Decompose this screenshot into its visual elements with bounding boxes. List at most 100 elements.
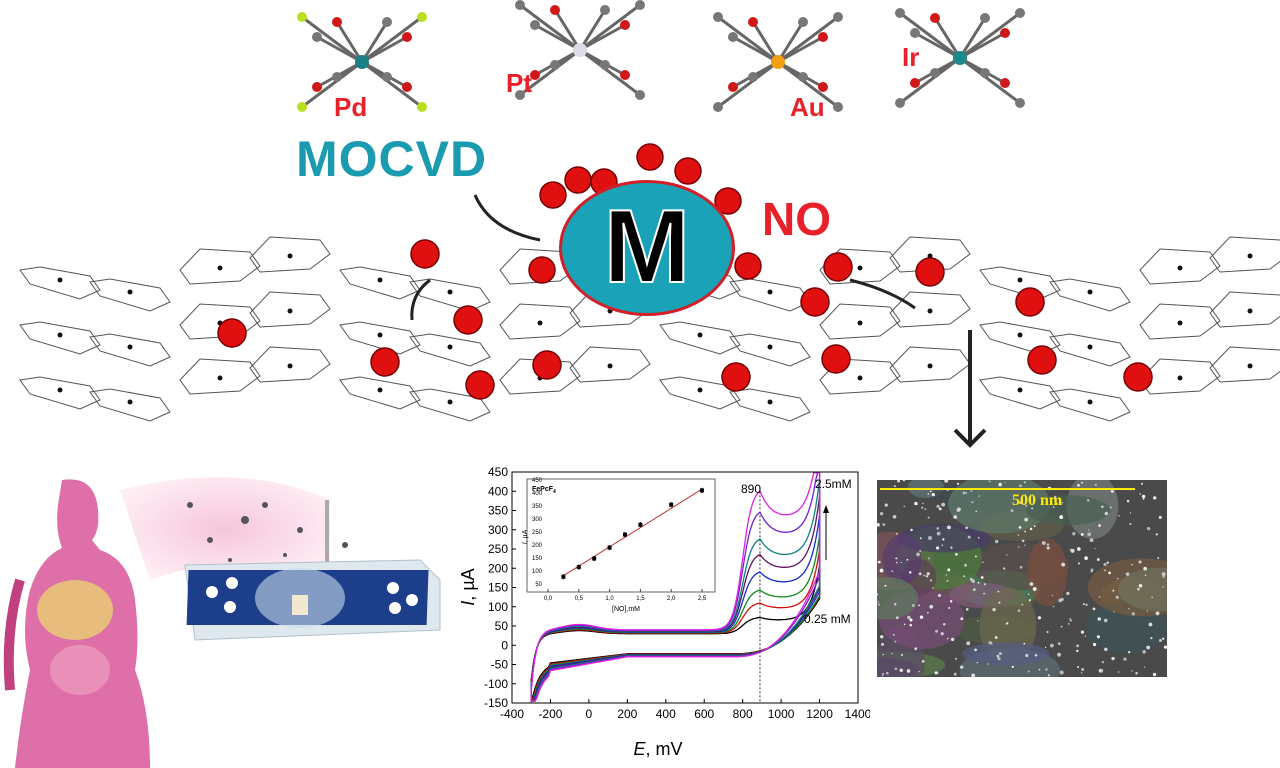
nanoparticle	[1057, 642, 1061, 646]
pc-center	[927, 363, 933, 369]
atom	[728, 32, 738, 42]
nanoparticle	[1024, 544, 1026, 546]
no-molecule	[636, 143, 664, 171]
x-tick-label: 600	[694, 707, 714, 721]
nanoparticle	[1162, 586, 1164, 588]
nanoparticle	[1155, 533, 1158, 536]
nanoparticle	[955, 657, 957, 660]
atom	[402, 82, 412, 92]
nanoparticle	[921, 502, 924, 505]
nanoparticle	[950, 546, 953, 549]
pc-molecule	[729, 278, 811, 312]
no-molecule	[453, 305, 483, 335]
nanoparticle	[1059, 515, 1064, 520]
abdomen	[50, 645, 110, 695]
nanoparticle	[971, 673, 976, 677]
nanoparticle	[1041, 541, 1046, 545]
nanoparticle	[894, 667, 898, 670]
pc-molecule	[1139, 248, 1221, 285]
nanoparticle	[1024, 494, 1027, 496]
y-tick-label: -150	[484, 696, 508, 710]
nanoparticle	[1090, 570, 1093, 573]
nanoparticle	[966, 641, 971, 646]
atom	[417, 102, 427, 112]
nanoparticle	[1028, 599, 1032, 602]
y-tick-label: 450	[488, 465, 508, 479]
atom	[600, 5, 610, 15]
nanoparticle	[1086, 499, 1090, 502]
inset-data-point	[638, 522, 643, 527]
atom	[818, 82, 828, 92]
nanoparticle	[1077, 665, 1080, 669]
y-tick-label: 100	[488, 600, 508, 614]
grain	[897, 524, 991, 553]
inset-data-point	[561, 574, 566, 579]
nanoparticle	[1131, 670, 1133, 672]
nanoparticle	[1103, 562, 1107, 567]
nanoparticle	[938, 507, 942, 511]
nanoparticle	[1002, 567, 1006, 570]
nanoparticle	[947, 525, 951, 530]
nanoparticle	[929, 604, 934, 609]
pc-center	[1177, 375, 1183, 381]
nanoparticle	[1097, 617, 1102, 621]
no-molecule	[714, 187, 742, 215]
nanoparticle	[1058, 598, 1063, 603]
pc-center	[927, 253, 933, 259]
nanoparticle	[1089, 538, 1094, 543]
nanoparticle	[1110, 489, 1115, 493]
nanoparticle	[903, 505, 905, 507]
nanoparticle	[1157, 557, 1160, 560]
metal-atom	[573, 43, 587, 57]
no-molecule	[823, 252, 853, 282]
y-axis-label: I, µA	[458, 568, 478, 605]
nanoparticle	[892, 633, 895, 636]
pc-molecule	[819, 248, 901, 285]
nanoparticle	[956, 482, 960, 485]
no-molecule	[821, 344, 851, 374]
nanoparticle	[1019, 484, 1022, 488]
atom	[980, 13, 990, 23]
pc-molecule	[19, 321, 101, 355]
pc-molecule	[1049, 333, 1131, 367]
nanoparticle	[946, 579, 949, 582]
nanoparticle	[893, 485, 896, 488]
arrow-mocvd	[473, 194, 541, 242]
nanoparticle	[1017, 534, 1020, 536]
atom	[713, 102, 723, 112]
inset-x-tick-label: 1,0	[605, 596, 614, 602]
pc-molecule	[339, 376, 421, 410]
inset-data-point	[592, 556, 597, 561]
inset-x-tick-label: 2,5	[698, 596, 707, 602]
nanoparticle	[1158, 515, 1162, 519]
nanoparticle	[1090, 568, 1094, 572]
no-molecule	[528, 256, 556, 284]
nanoparticle	[894, 603, 897, 606]
atom	[1000, 78, 1010, 88]
nanoparticle	[882, 523, 886, 527]
bond	[959, 11, 1021, 60]
nanoparticle	[977, 536, 980, 539]
nanoparticle	[1138, 560, 1142, 564]
pc-center	[697, 387, 703, 393]
inset-y-tick-label: 100	[532, 569, 543, 575]
pc-center	[857, 265, 863, 271]
nanoparticle	[1081, 672, 1083, 674]
nanoparticle	[1150, 636, 1153, 640]
inset-x-tick-label: 2,0	[667, 596, 676, 602]
nanoparticle	[1010, 509, 1014, 513]
nanoparticle	[1024, 530, 1027, 533]
inset-data-point	[669, 502, 674, 507]
nanoparticle	[1076, 644, 1080, 648]
nanoparticle	[900, 561, 903, 564]
nanoparticle	[1045, 668, 1048, 671]
nanoparticle	[877, 522, 880, 527]
bond	[579, 48, 641, 97]
nanoparticle	[976, 661, 978, 664]
pc-molecule	[729, 333, 811, 367]
nanoparticle	[1055, 502, 1058, 505]
nanoparticle	[1081, 481, 1084, 484]
bond	[360, 21, 389, 63]
x-tick-label: 0	[586, 707, 593, 721]
bond	[579, 3, 641, 52]
